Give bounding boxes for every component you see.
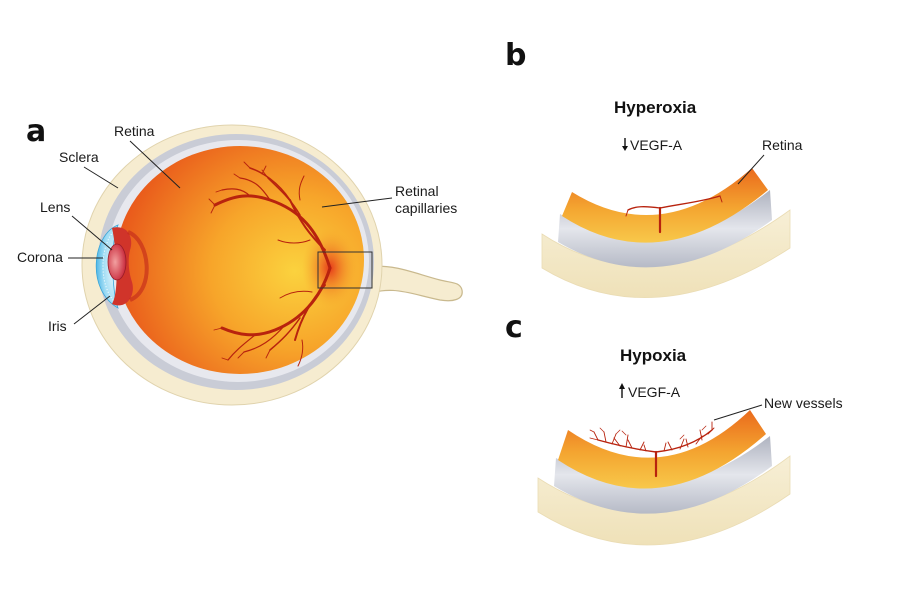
retina-body (116, 146, 364, 374)
hyperoxia-indicator: VEGF-A (622, 137, 683, 153)
optic-nerve (359, 265, 463, 302)
hypoxia-choroid-band (554, 436, 772, 514)
hyperoxia-vegf-label: VEGF-A (630, 137, 683, 153)
label-lens: Lens (40, 199, 70, 215)
hypoxia-retina-section (537, 410, 791, 546)
hypoxia-vegf-label: VEGF-A (628, 384, 681, 400)
label-sclera: Sclera (59, 149, 99, 165)
hyperoxia-retina-label: Retina (762, 137, 803, 153)
panel-b-letter: b (505, 38, 526, 73)
hyperoxia-vessels (625, 195, 723, 234)
hypoxia-new-vessels-label: New vessels (764, 395, 843, 411)
hypoxia-retina-band (558, 410, 766, 489)
hyperoxia-choroid-band (558, 190, 772, 268)
down-arrow-icon (622, 146, 628, 151)
lens (107, 243, 127, 281)
label-retina: Retina (114, 123, 155, 139)
panel-c-letter: c (505, 310, 523, 345)
up-arrow-icon (619, 383, 625, 389)
magnified-region-box (317, 251, 373, 289)
hypoxia-indicator: VEGF-A (619, 383, 681, 400)
panel-a-letter: a (26, 114, 46, 149)
eyeball-illustration (81, 124, 463, 406)
label-corona: Corona (17, 249, 63, 265)
hyperoxia-retina-section (541, 168, 791, 298)
label-retinal-capillaries-line2: capillaries (395, 200, 457, 216)
hyperoxia-retina-band (562, 168, 768, 243)
hypoxia-title: Hypoxia (620, 346, 687, 365)
hyperoxia-title: Hyperoxia (614, 98, 697, 117)
hypoxia-new-vessels (589, 421, 715, 478)
label-iris: Iris (48, 318, 67, 334)
retinal-vessels (208, 161, 332, 367)
label-retinal-capillaries-line1: Retinal (395, 183, 439, 199)
